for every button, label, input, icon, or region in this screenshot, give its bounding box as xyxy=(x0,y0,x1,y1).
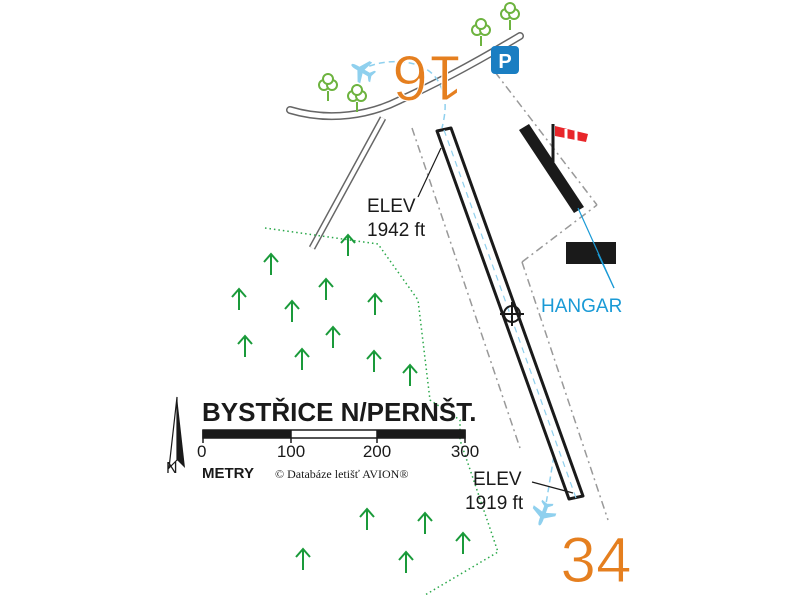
road xyxy=(286,32,524,250)
scale-tick-300: 300 xyxy=(451,442,479,461)
forest-arrow-icon xyxy=(367,293,383,316)
scale-bar xyxy=(202,429,466,443)
tree-icon xyxy=(347,84,367,113)
hangar-building-north xyxy=(519,124,584,213)
forest-arrow-icon xyxy=(398,551,414,574)
copyright: © Databáze letišť AVION® xyxy=(275,467,408,481)
tree-icon xyxy=(318,73,338,102)
parking-icon: P xyxy=(491,46,519,74)
forest-arrow-icon xyxy=(340,234,356,257)
hangar-building-south xyxy=(566,242,616,264)
north-arrow-icon xyxy=(168,396,185,470)
buildings xyxy=(519,124,616,264)
forest-arrow-icon xyxy=(455,532,471,555)
elev-south-value: 1919 ft xyxy=(465,493,524,514)
forest-arrow-icon xyxy=(263,253,279,276)
forest-arrow-icon xyxy=(318,278,334,301)
elev-north-label: ELEV xyxy=(367,196,416,217)
airfield-boundary xyxy=(411,71,609,521)
hangar-label: HANGAR xyxy=(541,296,622,317)
tree-icon xyxy=(500,2,520,31)
scale-tick-100: 100 xyxy=(277,442,305,461)
forest-arrow-icon xyxy=(237,335,253,358)
forest-arrow-icon xyxy=(284,300,300,323)
north-label: N xyxy=(166,460,178,477)
forest-arrow-icon xyxy=(325,326,341,349)
elev-north-leader xyxy=(417,147,442,198)
parking-label: P xyxy=(498,51,511,73)
scale-unit: METRY xyxy=(202,465,254,482)
forest-boundary xyxy=(264,227,499,596)
elev-south-leader xyxy=(531,481,574,494)
forest-arrow-icon xyxy=(359,508,375,531)
runway-designator-south: 34 xyxy=(560,524,631,596)
forest-arrow-icon xyxy=(402,364,418,387)
tree-icon xyxy=(471,18,491,47)
scale-tick-200: 200 xyxy=(363,442,391,461)
elev-north-value: 1942 ft xyxy=(367,220,426,241)
forest-arrow-icon xyxy=(294,348,310,371)
crosshair-icon xyxy=(500,302,524,326)
airfield-title: BYSTŘICE N/PERNŠT. xyxy=(202,397,477,427)
hangar-callout xyxy=(577,207,615,289)
plane-icon xyxy=(345,54,380,88)
elev-south-label: ELEV xyxy=(473,469,522,490)
runway-designator-north: 16 xyxy=(392,42,463,114)
forest-arrow-icon xyxy=(231,288,247,311)
forest-arrow-icon xyxy=(295,548,311,571)
scale-tick-0: 0 xyxy=(197,442,206,461)
windsock-icon xyxy=(551,124,588,162)
forest-arrow-icon xyxy=(417,512,433,535)
plane-icon xyxy=(527,497,560,530)
forest-arrow-icon xyxy=(366,350,382,373)
